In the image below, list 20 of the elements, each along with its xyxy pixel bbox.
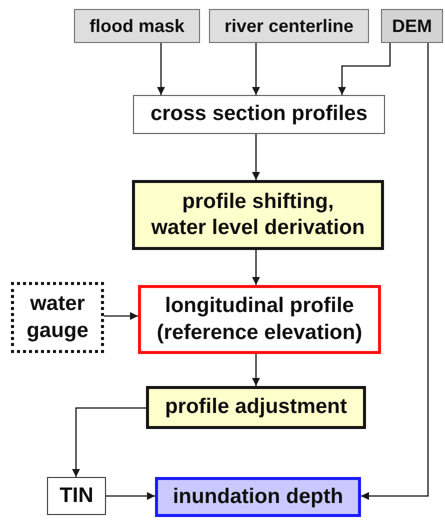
- arrow: [106, 492, 155, 500]
- input-box: river centerline: [209, 9, 369, 43]
- arrow: [361, 43, 429, 500]
- arrow: [252, 134, 260, 180]
- input-box: water gauge: [11, 282, 104, 353]
- arrow: [338, 43, 391, 95]
- process-box: cross section profiles: [133, 95, 385, 134]
- process-box: longitudinal profile (reference elevation): [138, 285, 381, 354]
- input-box: DEM: [381, 9, 443, 43]
- process-box: profile shifting, water level derivation: [132, 180, 384, 250]
- process-box: TIN: [47, 477, 106, 515]
- process-box: profile adjustment: [146, 386, 366, 429]
- result-box: inundation depth: [155, 477, 361, 517]
- arrow: [157, 43, 165, 95]
- arrow: [252, 354, 260, 386]
- arrow: [72, 407, 146, 477]
- arrow: [252, 250, 260, 285]
- arrow: [252, 43, 260, 95]
- input-box: flood mask: [74, 9, 200, 43]
- arrow: [104, 312, 138, 320]
